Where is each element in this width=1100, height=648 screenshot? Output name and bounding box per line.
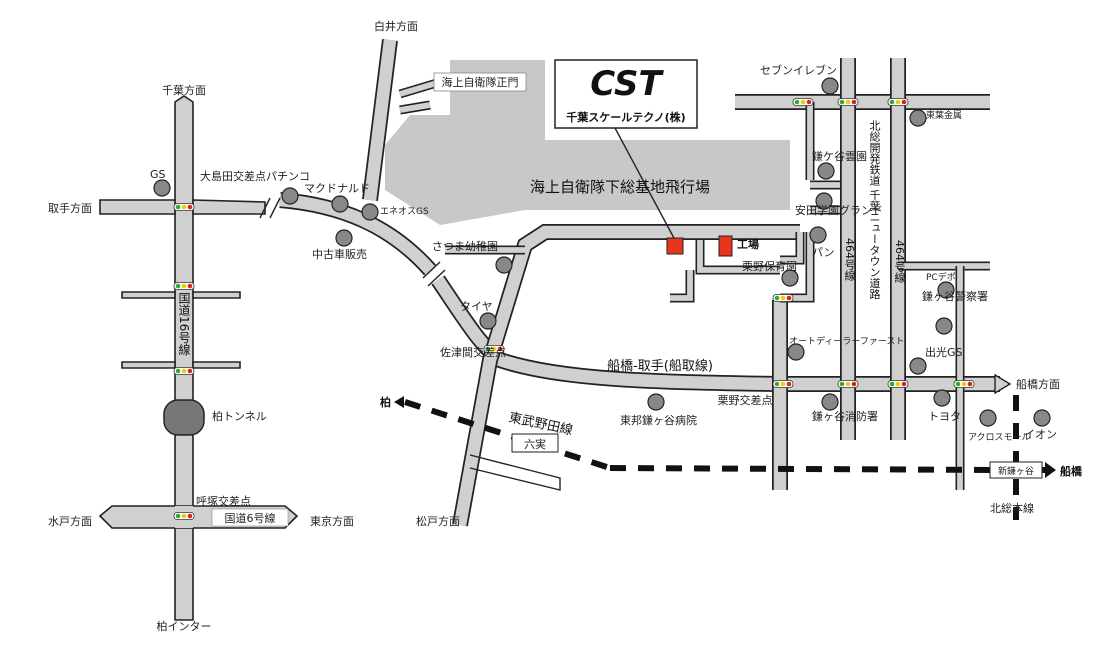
- dir-kashiwa: 柏: [380, 395, 391, 409]
- lm-aeon: イオン: [1024, 428, 1057, 441]
- lm-across-mall: アクロスモール: [968, 432, 1031, 443]
- dir-tokyo: 東京方面: [310, 514, 354, 528]
- road-464-left: 464号線: [843, 238, 856, 281]
- lm-used-cars: 中古車販売: [312, 247, 367, 261]
- dir-kashiwa-ic: 柏インター: [157, 619, 212, 633]
- airbase-area: [385, 60, 790, 225]
- lm-mcdonalds: マクドナルド: [304, 182, 370, 195]
- road-hokuso: 北総開発鉄道 千葉ニュータウン道路: [868, 120, 881, 300]
- dir-chiba: 千葉方面: [162, 83, 206, 97]
- int-oshimada: 大島田交差点: [200, 169, 266, 183]
- station-mutsumi: 六実: [524, 437, 546, 451]
- lm-tokyo-zokin: 東葉金属: [926, 109, 962, 121]
- dir-funabashi-arrow: 船橋: [1060, 464, 1083, 478]
- lm-eneos: エネオスGS: [380, 206, 429, 217]
- kashiwa-tunnel: [163, 399, 205, 436]
- company-box: [554, 59, 698, 129]
- lm-pachinko: パチンコ: [266, 170, 310, 183]
- dir-matsudo: 松戸方面: [416, 514, 460, 528]
- lm-idemitsu: 出光GS: [925, 345, 963, 359]
- road-route6: 国道6号線: [225, 511, 276, 525]
- traffic-lights: [173, 98, 975, 520]
- company-logo: CST: [590, 64, 664, 104]
- lm-gs-left: GS: [150, 168, 166, 181]
- lm-fire-station: 鎌ヶ谷消防署: [812, 409, 878, 423]
- lm-toho-hospital: 東邦鎌ヶ谷病院: [620, 413, 697, 427]
- factory-marker: [718, 235, 733, 257]
- lm-pc-depot: PCデポ: [926, 271, 956, 283]
- route16-road: [174, 95, 194, 621]
- landmark-dots: [153, 77, 1051, 427]
- road-464-right: 464号線: [893, 240, 906, 283]
- road-route16: 国道16号線: [177, 292, 191, 356]
- lm-satsuma-kinder: さつま幼稚園: [432, 240, 498, 253]
- company-name: 千葉スケールテクノ(株): [566, 110, 685, 124]
- dir-shiroi: 白井方面: [374, 19, 418, 33]
- crossroad-1: [121, 291, 176, 299]
- airbase-label: 海上自衛隊下総基地飛行場: [530, 178, 710, 196]
- lm-toyota: トヨタ: [928, 410, 961, 423]
- dir-toride: 取手方面: [48, 201, 92, 215]
- int-satsuma: 佐津間交差点: [440, 345, 506, 359]
- lm-factory: 工場: [737, 237, 759, 251]
- dir-funabashi: 船橋方面: [1016, 377, 1060, 391]
- lm-pan: パン: [812, 246, 835, 259]
- dir-mito: 水戸方面: [48, 514, 92, 528]
- lm-outdoor-first: オートディーラーファースト: [789, 335, 904, 347]
- lm-police: 鎌ヶ谷警察署: [922, 289, 988, 303]
- company-marker: [666, 237, 684, 255]
- int-yobitsuka: 呼塚交差点: [196, 494, 251, 508]
- hokuso-honsen: 北総本線: [990, 501, 1034, 515]
- lm-kamagaya-school: 鎌ケ谷雲園: [812, 149, 867, 163]
- station-shinkamagaya: 新鎌ヶ谷: [998, 465, 1034, 477]
- int-kurino: 栗野交差点: [718, 393, 773, 407]
- lm-seven: セブンイレブン: [760, 63, 837, 77]
- lm-yasuda: 安田学園グランド: [795, 203, 883, 217]
- tobu-line: [404, 399, 611, 471]
- airbase-gate: 海上自衛隊正門: [442, 75, 519, 89]
- lm-tire: タイヤ: [460, 300, 493, 313]
- road-funatori: 船橋-取手(船取線): [607, 358, 713, 374]
- lm-kurino-nursery: 栗野保育園: [742, 259, 797, 273]
- kashiwa-tunnel-label: 柏トンネル: [212, 409, 267, 423]
